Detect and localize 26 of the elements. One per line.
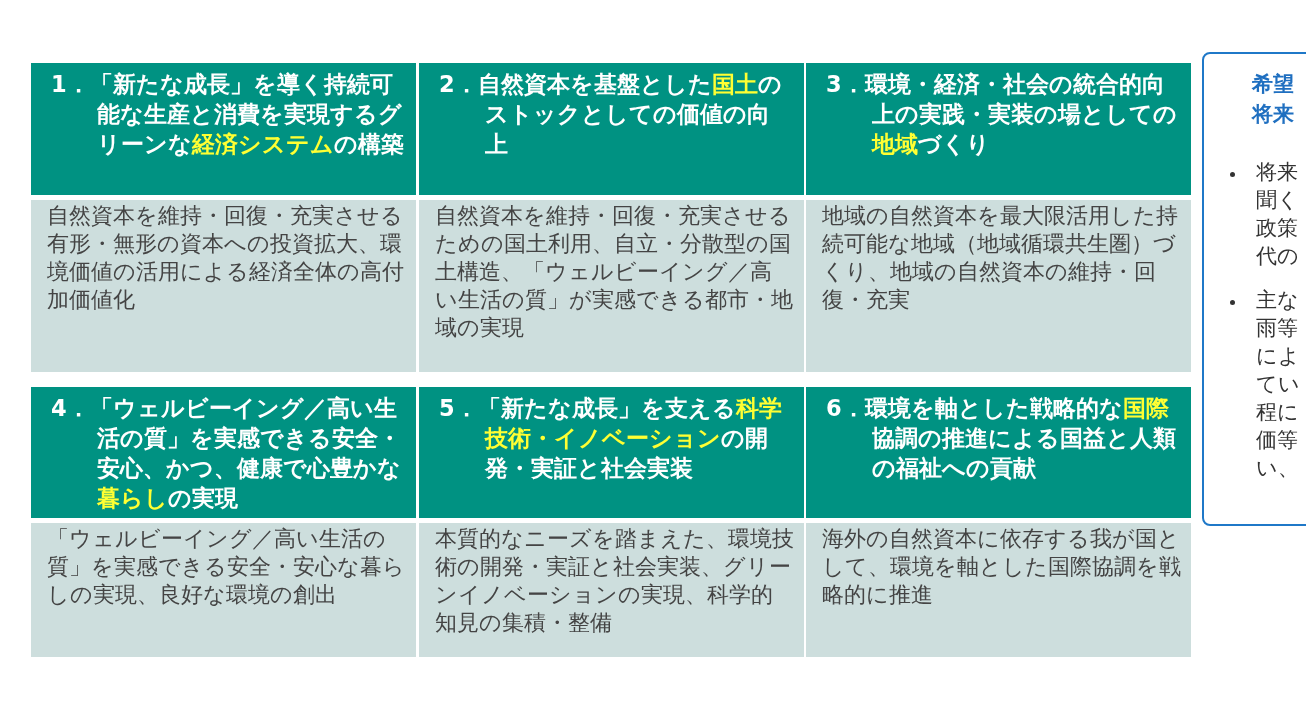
card-header: 5．「新たな成長」を支える科学技術・イノベーションの開発・実証と社会実装 — [419, 387, 804, 518]
card-body: 本質的なニーズを踏まえた、環境技術の開発・実証と社会実装、グリーンイノベーションの実現、科学的知見の集積・整備 — [419, 523, 804, 657]
note-panel — [1202, 52, 1306, 526]
note-text: てい — [1256, 371, 1300, 398]
card-header: 1．「新たな成長」を導く持続可能な生産と消費を実現するグリーンな経済システムの構築 — [31, 63, 416, 195]
panel-heading: 将来 — [1252, 101, 1294, 128]
note-text: によ — [1256, 343, 1300, 370]
card-body: 自然資本を維持・回復・充実させるための国土利用、自立・分散型の国土構造、「ウェルビーイング／高い生活の質」が実感できる都市・地域の実現 — [419, 200, 804, 372]
note-text: 代の — [1256, 243, 1299, 270]
card-header: 4．「ウェルビーイング／高い生活の質」を実感できる安全・安心、かつ、健康で心豊かな暮らしの実現 — [31, 387, 416, 518]
card-body: 地域の自然資本を最大限活用した持続可能な地域（地域循環共生圏）づくり、地域の自然資本の維持・回復・充実 — [806, 200, 1191, 372]
panel-heading: 希望 — [1252, 71, 1294, 98]
note-text: 雨等 — [1256, 315, 1298, 342]
card-header: 6．環境を軸とした戦略的な国際協調の推進による国益と人類の福祉への貢献 — [806, 387, 1191, 518]
card-header: 2．自然資本を基盤とした国土のストックとしての価値の向上 — [419, 63, 804, 195]
note-text: 主な — [1256, 287, 1299, 314]
note-text: 程に — [1256, 399, 1299, 426]
note-text: い、 — [1256, 455, 1299, 482]
card-header: 3．環境・経済・社会の統合的向上の実践・実装の場としての地域づくり — [806, 63, 1191, 195]
note-text: 聞く — [1256, 187, 1299, 214]
note-text: 価等 — [1256, 427, 1298, 454]
note-text: 将来 — [1256, 159, 1298, 186]
card-body: 「ウェルビーイング／高い生活の質」を実感できる安全・安心な暮らしの実現、良好な環境の創出 — [31, 523, 416, 657]
card-body: 海外の自然資本に依存する我が国として、環境を軸とした国際協調を戦略的に推進 — [806, 523, 1191, 657]
note-text: 政策 — [1256, 215, 1298, 242]
card-body: 自然資本を維持・回復・充実させる有形・無形の資本への投資拡大、環境価値の活用による経済全体の高付加価値化 — [31, 200, 416, 372]
